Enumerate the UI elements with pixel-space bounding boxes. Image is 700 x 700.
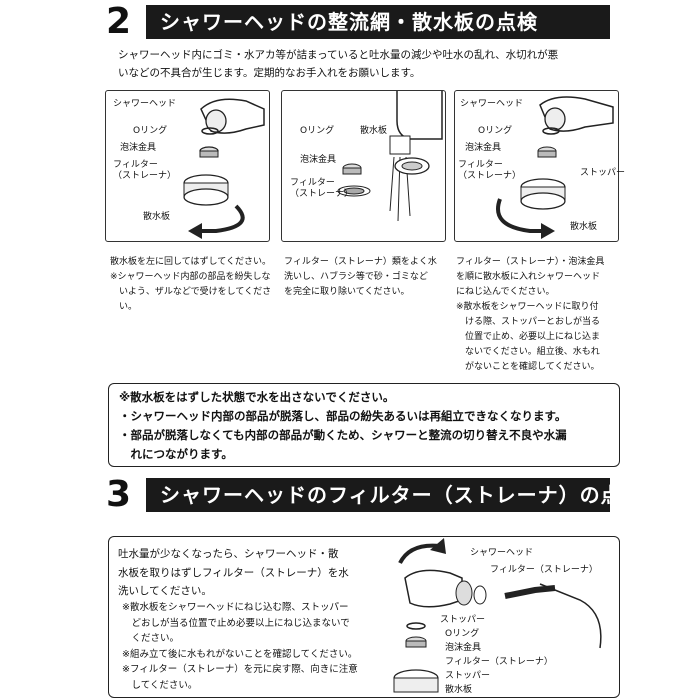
section-2-number: 2 — [106, 1, 132, 42]
section-3-label-stopper-bottom: ストッパー — [445, 671, 491, 681]
panel-3-label-stopper: ストッパー — [580, 168, 626, 178]
section-2-title: シャワーヘッドの整流網・散水板の点検 — [146, 5, 610, 39]
panel-1-label-filter: フィルター （ストレーナ） — [113, 160, 177, 181]
panel-3-label-o-ring: Oリング — [478, 126, 513, 136]
panel-2-caption: フィルター（ストレーナ）類をよく水 洗いし、ハブラシ等で砂・ゴミなど を完全に取… — [284, 257, 437, 297]
panel-2-label-foam-fitting: 泡沫金具 — [300, 155, 337, 165]
section-3-label-shower-head: シャワーヘッド — [470, 548, 534, 558]
panel-3-caption: フィルター（ストレーナ）・泡沫金具 を順に散水板に入れシャワーヘッド にねじ込ん… — [456, 257, 605, 372]
panel-3-label-spray-plate: 散水板 — [570, 222, 598, 232]
panel-1-label-spray-plate: 散水板 — [143, 212, 171, 222]
panel-3-label-foam-fitting: 泡沫金具 — [465, 143, 502, 153]
shower-head-filter-exploded-icon — [393, 538, 602, 693]
section-3-notes: ※散水板をシャワーヘッドにねじ込む際、ストッパー どおしが当る位置で止め必要以上… — [122, 602, 358, 691]
section-3-number: 3 — [106, 474, 132, 515]
warning-box: ※散水板をはずした状態で水を出さないでください。 ・シャワーヘッド内部の部品が脱… — [108, 383, 620, 467]
section-3-label-spray-plate: 散水板 — [445, 685, 473, 695]
section-3-label-filter-top: フィルター（ストレーナ） — [490, 565, 598, 575]
panel-3-label-shower-head: シャワーヘッド — [460, 99, 524, 109]
section-3-label-filter-bottom: フィルター（ストレーナ） — [445, 657, 553, 667]
panel-2-label-filter: フィルター （ストレーナ） — [290, 178, 354, 199]
panel-1-label-foam-fitting: 泡沫金具 — [120, 143, 157, 153]
panel-2-label-spray-plate: 散水板 — [360, 126, 388, 136]
panel-3-label-filter: フィルター （ストレーナ） — [458, 160, 522, 181]
section-3-label-foam-fitting: 泡沫金具 — [445, 643, 482, 653]
panel-3-illustration — [454, 90, 619, 242]
section-3-label-o-ring: Oリング — [445, 629, 480, 639]
panel-2-label-o-ring: Oリング — [300, 126, 335, 136]
section-3-text: 吐水量が少なくなったら、シャワーヘッド・散 水板を取りはずしフィルター（ストレー… — [118, 548, 349, 597]
shower-head-assembly-icon — [496, 96, 614, 239]
shower-head-exploded-icon — [183, 98, 265, 239]
panel-1-illustration — [105, 90, 270, 242]
section-2-intro: シャワーヘッド内にゴミ・水アカ等が詰まっていると吐水量の減少や吐水の乱れ、水切れ… — [118, 49, 559, 79]
section-3-title: シャワーヘッドのフィルター（ストレーナ）の点検 — [146, 478, 642, 512]
panel-1-label-o-ring: Oリング — [133, 126, 168, 136]
faucet-washing-icon — [337, 91, 443, 222]
panel-1-label-shower-head: シャワーヘッド — [113, 99, 177, 109]
panel-2-illustration — [281, 90, 446, 242]
section-3-box — [108, 536, 620, 698]
panel-1-caption: 散水板を左に回してはずしてください。 ※シャワーヘッド内部の部品を紛失しな いよ… — [110, 257, 272, 312]
section-3-label-stopper-top: ストッパー — [440, 615, 486, 625]
